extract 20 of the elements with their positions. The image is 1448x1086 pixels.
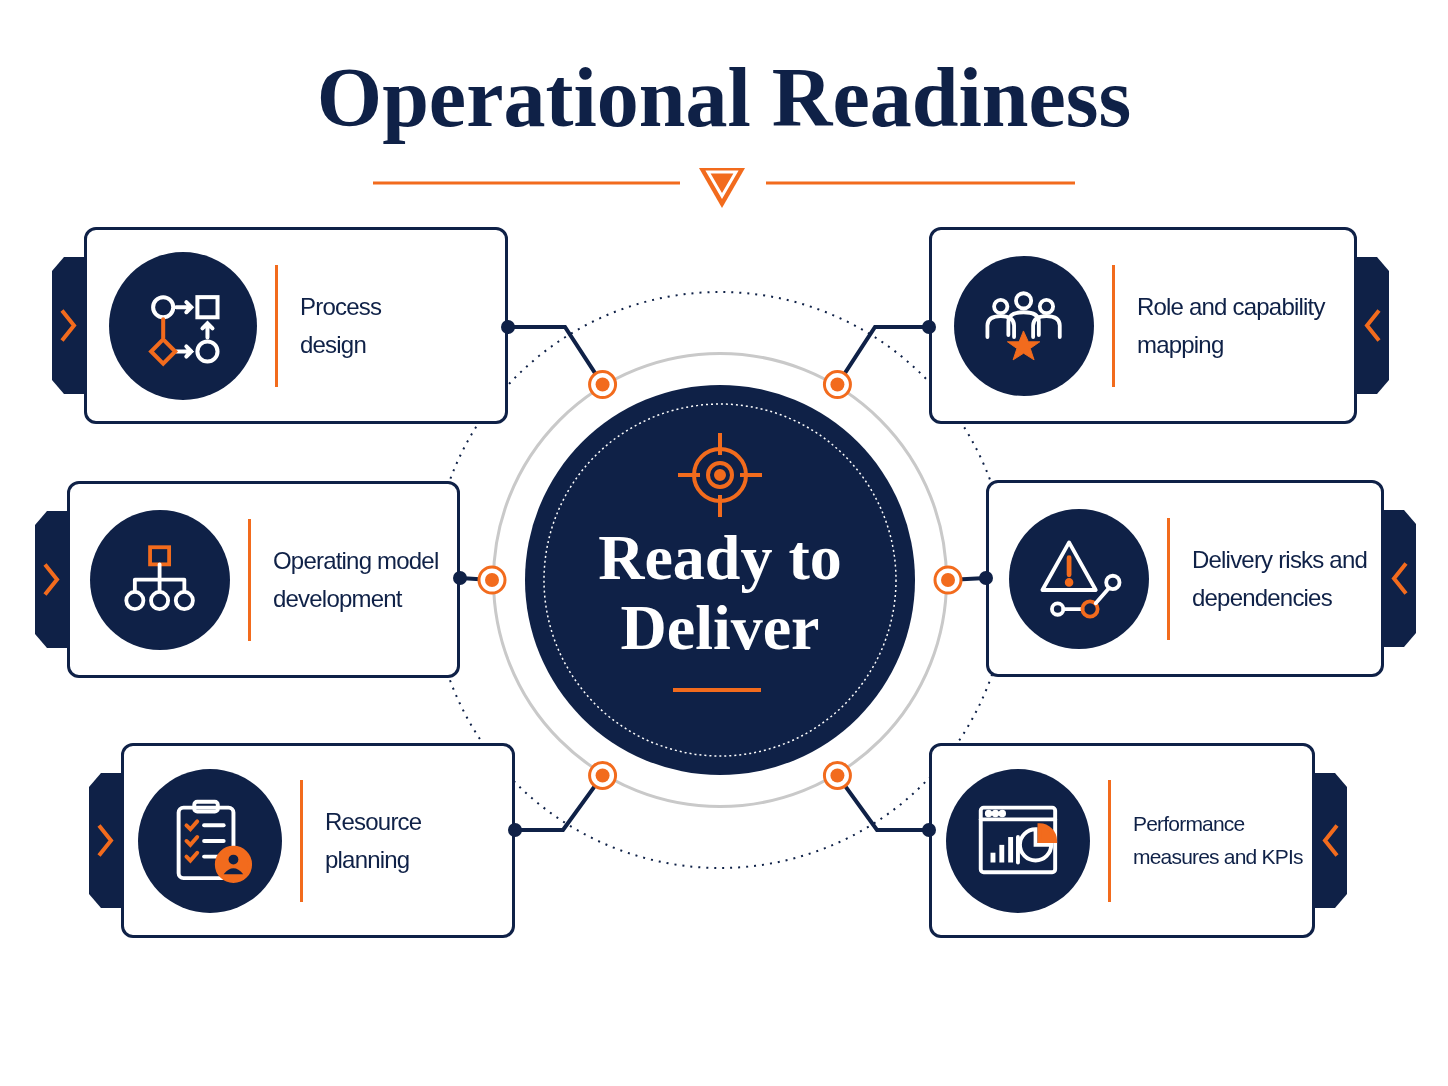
card-label: Performance measures and KPIs bbox=[1133, 810, 1304, 870]
card bbox=[929, 743, 1315, 938]
card bbox=[84, 227, 508, 424]
card bbox=[121, 743, 515, 938]
connector bbox=[501, 320, 618, 400]
card bbox=[986, 480, 1384, 677]
card-label: Delivery risks and dependencies bbox=[1192, 545, 1368, 613]
card bbox=[929, 227, 1357, 424]
card bbox=[67, 481, 460, 678]
connector bbox=[933, 565, 993, 595]
title: Operational Readiness bbox=[315, 52, 1133, 145]
connector bbox=[508, 760, 618, 837]
card-label: Resource planning bbox=[325, 807, 423, 875]
connector bbox=[822, 320, 936, 400]
card-label: Process design bbox=[300, 292, 383, 360]
connector bbox=[453, 565, 507, 595]
connector bbox=[822, 760, 936, 837]
card-label: Operating model development bbox=[273, 546, 440, 614]
center-title: Ready to Deliver bbox=[597, 523, 843, 664]
card-label: Role and capability mapping bbox=[1137, 292, 1327, 360]
